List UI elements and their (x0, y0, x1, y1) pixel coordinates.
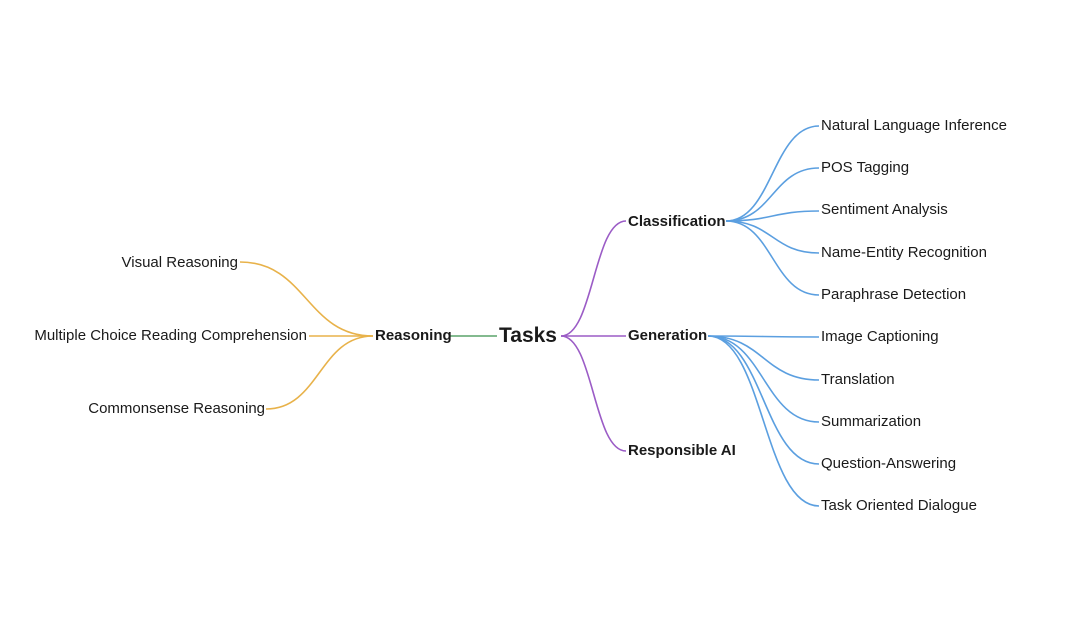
edge-classification-leaf-2 (725, 210, 820, 222)
branch-node-responsible-ai: Responsible AI (628, 442, 736, 459)
edge-generation-leaf-2 (707, 335, 820, 423)
leaf-node-pos-tagging: POS Tagging (821, 159, 910, 176)
leaf-node-paraphrase-detection: Paraphrase Detection (821, 286, 967, 303)
leaf-node-question-answering: Question-Answering (821, 455, 957, 472)
edge-visual-reasoning (239, 261, 374, 337)
leaf-node-summarization: Summarization (821, 413, 922, 430)
leaf-node-multiple-choice-reading-comprehension: Multiple Choice Reading Comprehension (34, 327, 307, 344)
leaf-node-commonsense-reasoning: Commonsense Reasoning (88, 400, 265, 417)
leaf-node-task-oriented-dialogue: Task Oriented Dialogue (821, 497, 977, 514)
edge-generation-leaf-1 (707, 335, 820, 381)
edge-generation-leaf-3 (707, 335, 820, 465)
edge-classification-leaf-0 (725, 125, 820, 222)
edge-generation-leaf-0 (707, 335, 820, 338)
edge-classification-leaf-3 (725, 220, 820, 254)
branch-node-generation: Generation (628, 327, 708, 344)
leaf-node-visual-reasoning: Visual Reasoning (121, 254, 238, 271)
leaf-node-translation: Translation (821, 371, 895, 388)
edge-tasks-classification (560, 220, 627, 337)
branch-node-classification: Classification (628, 213, 726, 230)
edge-classification-leaf-1 (725, 167, 820, 222)
edge-generation-leaf-4 (707, 335, 820, 507)
branch-node-reasoning: Reasoning (375, 327, 452, 344)
leaf-node-sentiment-analysis: Sentiment Analysis (821, 201, 948, 218)
root-node-tasks: Tasks (499, 324, 557, 347)
edge-tasks-responsible-ai (560, 335, 627, 452)
edge-commonsense-reasoning (265, 335, 374, 410)
leaf-node-name-entity-recognition: Name-Entity Recognition (821, 244, 987, 261)
edge-classification-leaf-4 (725, 220, 820, 296)
leaf-node-image-captioning: Image Captioning (821, 328, 939, 345)
leaf-node-natural-language-inference: Natural Language Inference (821, 117, 1007, 134)
